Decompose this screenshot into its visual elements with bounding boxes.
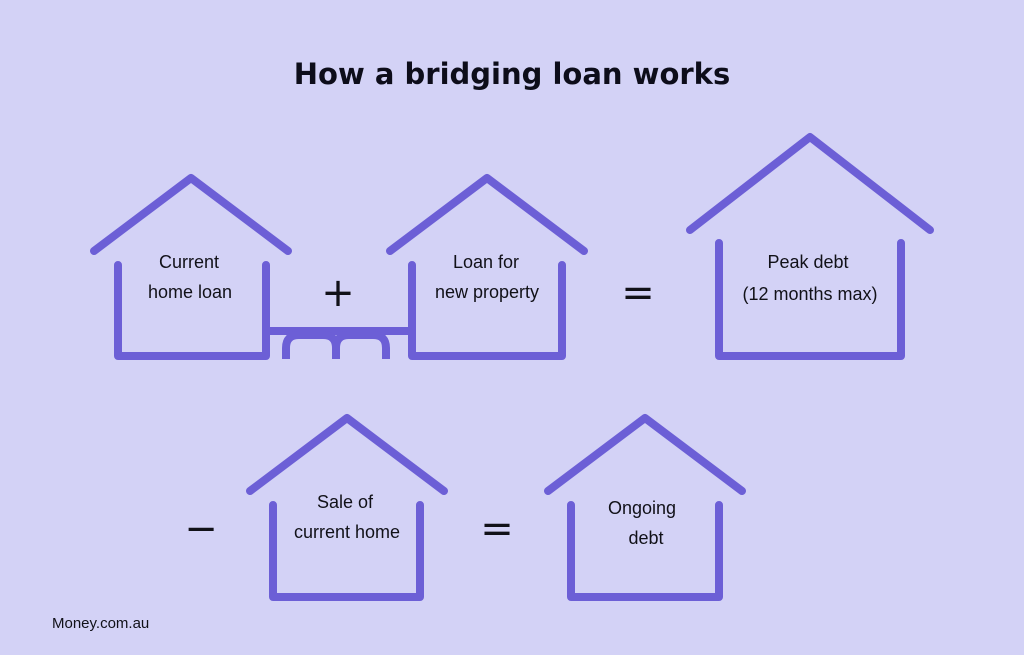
house-ongoing-debt: Ongoing debt [544, 414, 746, 601]
house-label-line1: Current [159, 252, 219, 272]
house-body [114, 261, 270, 360]
house-body [269, 501, 424, 601]
house-new-property-loan: Loan for new property [386, 174, 588, 360]
house-current-home-loan: Current home loan [90, 174, 292, 360]
bridge-arches [282, 331, 390, 359]
house-label-line2: (12 months max) [742, 284, 877, 304]
house-sale-current-home: Sale of current home [246, 414, 448, 601]
plus-operator: + [321, 270, 355, 316]
house-roof [686, 133, 934, 234]
house-body [408, 261, 566, 360]
house-label-line1: Ongoing [608, 498, 676, 518]
house-label-line2: current home [294, 522, 400, 542]
house-roof [386, 174, 588, 255]
house-peak-debt: Peak debt (12 months max) [686, 133, 934, 360]
house-label-line2: home loan [148, 282, 232, 302]
bridge [266, 327, 412, 359]
house-label-line2: debt [628, 528, 663, 548]
minus-operator: − [184, 506, 218, 552]
house-label-line2: new property [435, 282, 539, 302]
house-body [715, 239, 905, 360]
brand-logo-text: Money.com.au [52, 615, 149, 632]
house-label-line1: Sale of [317, 492, 374, 512]
house-roof [544, 414, 746, 495]
house-roof [246, 414, 448, 495]
house-body [567, 501, 723, 601]
diagram-title: How a bridging loan works [294, 57, 730, 91]
house-label-line1: Loan for [453, 252, 519, 272]
house-label-line1: Peak debt [767, 252, 848, 272]
equals-operator-bottom: = [480, 506, 514, 552]
house-roof [90, 174, 292, 255]
equals-operator-top: = [621, 270, 655, 316]
